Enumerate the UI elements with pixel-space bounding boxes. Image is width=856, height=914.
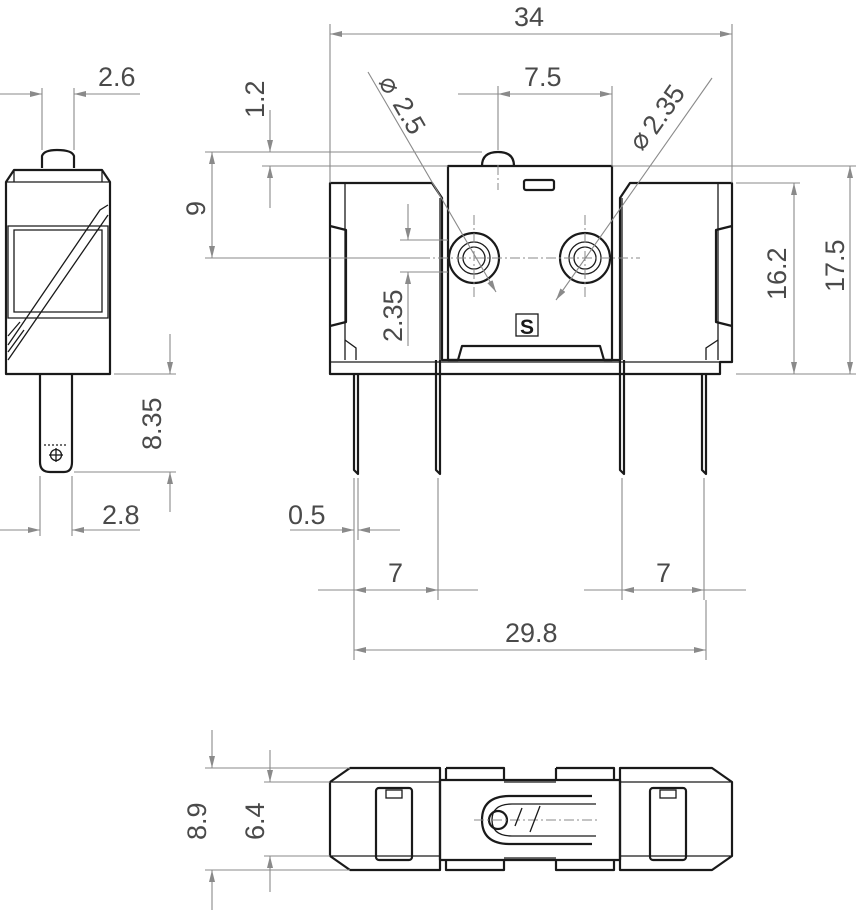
bottom-right-block: [618, 766, 734, 872]
dim-label-side-pin-width: 2.8: [102, 500, 140, 530]
front-logo: [515, 313, 539, 337]
dim-hole-diameter-right: ⌀ 2.35: [555, 77, 713, 301]
dim-hole-diameter-left: ⌀ 2.5: [367, 70, 497, 293]
front-view: S: [328, 150, 734, 476]
side-view-lever: [7, 204, 109, 361]
front-marker: [522, 178, 556, 192]
dim-pin-thickness: 0.5: [288, 478, 400, 540]
dim-hole-pitch: 7.5: [458, 62, 613, 166]
dim-label-hole-diameter-left: 2.5: [387, 92, 432, 140]
front-pin-2: [434, 360, 442, 476]
dim-label-hole-pitch: 7.5: [524, 62, 562, 92]
front-pin-4: [700, 374, 708, 476]
dim-hole-height: 9: [181, 151, 420, 259]
side-view-pin: [38, 374, 74, 474]
bottom-slot-left: [374, 786, 414, 862]
bottom-left-block: [328, 766, 442, 872]
dim-side-pin-length: 8.35: [74, 334, 176, 512]
dim-pin-spacing-left: 7: [318, 478, 478, 600]
bottom-slot-right: [648, 786, 688, 862]
dim-overall-height: 17.5: [612, 165, 856, 374]
front-actuator: [480, 150, 516, 167]
dim-label-diameter-symbol-left: ⌀: [373, 70, 407, 99]
side-view-actuator: [40, 148, 76, 168]
dim-pin-span: 29.8: [353, 600, 707, 660]
dim-side-pin-width: 2.8: [0, 476, 140, 536]
dim-label-side-pin-length: 8.35: [137, 397, 167, 450]
bottom-center-block: [438, 778, 622, 862]
dim-label-pin-span: 29.8: [505, 618, 558, 648]
front-logo-letter: S: [520, 316, 534, 339]
dim-label-overall-width: 34: [514, 2, 544, 32]
front-pin-3: [618, 360, 626, 476]
dim-body-height: 16.2: [736, 182, 856, 375]
side-view: [4, 148, 112, 474]
dim-bottom-inner-depth: 6.4: [240, 750, 330, 892]
dim-label-hole-offset: 1.2: [240, 80, 270, 118]
front-pin-1: [352, 374, 360, 476]
dim-label-body-height: 16.2: [762, 247, 792, 300]
dim-pin-spacing-right: 7: [584, 478, 746, 600]
side-view-window: [7, 225, 109, 319]
dim-label-hole-diameter-right: 2.35: [636, 79, 691, 139]
dim-hole-offset: 1.2: [240, 80, 482, 208]
dim-label-overall-height: 17.5: [820, 239, 850, 292]
bottom-view: [328, 766, 734, 872]
dim-label-side-width: 2.6: [98, 62, 136, 92]
dim-label-pin-spacing-left: 7: [388, 558, 403, 588]
front-body: [328, 181, 734, 376]
dim-bottom-depth: 8.9: [182, 730, 350, 910]
dim-label-bottom-depth: 8.9: [182, 802, 212, 840]
dim-label-pin-spacing-right: 7: [656, 558, 671, 588]
dim-label-hole-height: 9: [181, 201, 211, 216]
dim-label-bottom-inner-depth: 6.4: [240, 802, 270, 840]
dim-hole-below: 2.35: [378, 204, 448, 346]
dim-overall-width: 34: [329, 2, 733, 183]
dim-label-hole-below: 2.35: [378, 289, 408, 342]
dim-side-width: 2.6: [0, 62, 140, 150]
dim-label-pin-thickness: 0.5: [288, 500, 326, 530]
